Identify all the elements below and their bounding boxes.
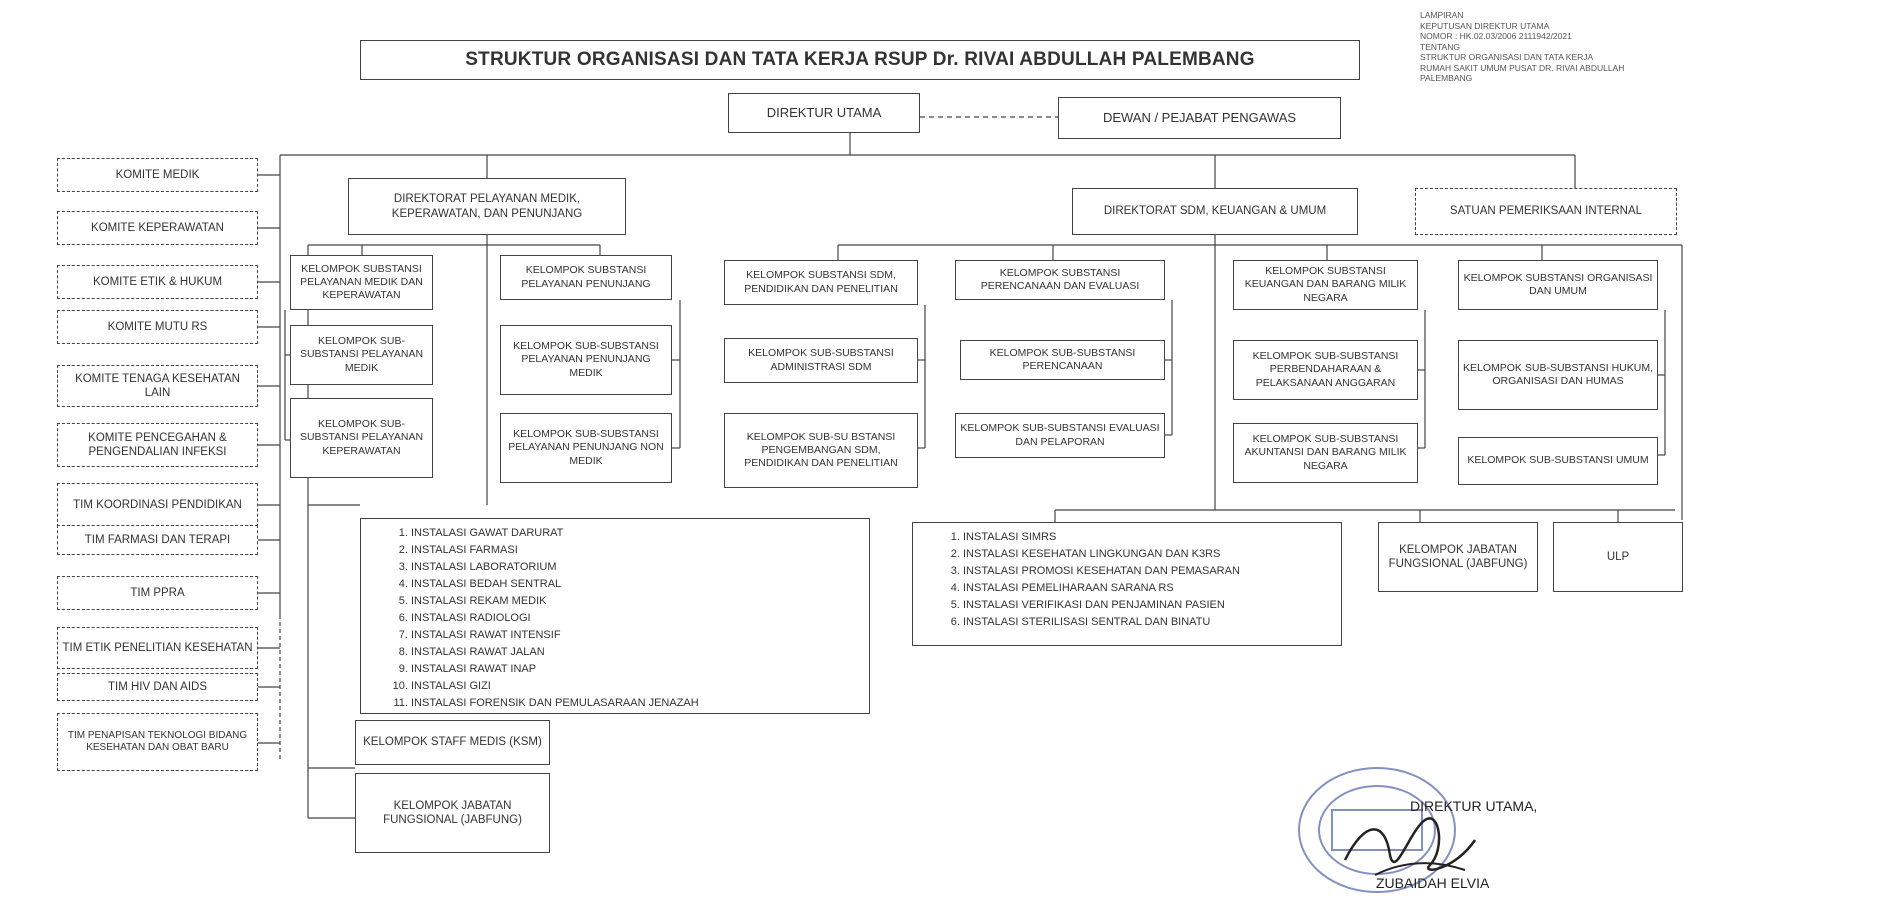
instalasi-item: INSTALASI LABORATORIUM xyxy=(411,559,855,576)
instalasi-item: INSTALASI VERIFIKASI DAN PENJAMINAN PASI… xyxy=(963,597,1327,614)
lampiran-line: KEPUTUSAN DIREKTUR UTAMA xyxy=(1420,20,1550,31)
committee-box: TIM HIV DAN AIDS xyxy=(57,673,258,701)
jabfung-box: KELOMPOK JABATAN FUNGSIONAL (JABFUNG) xyxy=(355,773,550,853)
committee-box: KOMITE TENAGA KESEHATAN LAIN xyxy=(57,365,258,407)
lampiran-line: RUMAH SAKIT UMUM PUSAT Dr. RIVAI ABDULLA… xyxy=(1420,62,1625,73)
kss-evaluasi-box: KELOMPOK SUB-SUBSTANSI EVALUASI DAN PELA… xyxy=(955,413,1165,458)
committee-box: KOMITE MEDIK xyxy=(57,158,258,192)
ks-keuangan-box: KELOMPOK SUBSTANSI KEUANGAN DAN BARANG M… xyxy=(1233,260,1418,310)
ks-organisasi-box: KELOMPOK SUBSTANSI ORGANISASI DAN UMUM xyxy=(1458,260,1658,310)
direktur-utama-box: DIREKTUR UTAMA xyxy=(728,93,920,133)
lampiran-header: LAMPIRAN KEPUTUSAN DIREKTUR UTAMA NOMOR … xyxy=(1420,10,1700,84)
kss-hukum-box: KELOMPOK SUB-SUBSTANSI HUKUM, ORGANISASI… xyxy=(1458,340,1658,410)
instalasi-item: INSTALASI STERILISASI SENTRAL DAN BINATU xyxy=(963,614,1327,631)
committee-box: TIM ETIK PENELITIAN KESEHATAN xyxy=(57,627,258,669)
instalasi-item: INSTALASI FARMASI xyxy=(411,542,855,559)
ks-penunjang-box: KELOMPOK SUBSTANSI PELAYANAN PENUNJANG xyxy=(500,255,672,300)
ulp-box: ULP xyxy=(1553,522,1683,592)
ks-perencanaan-box: KELOMPOK SUBSTANSI PERENCANAAN DAN EVALU… xyxy=(955,260,1165,300)
page-title: STRUKTUR ORGANISASI DAN TATA KERJA RSUP … xyxy=(360,40,1360,80)
kss-akuntansi-box: KELOMPOK SUB-SUBSTANSI AKUNTANSI DAN BAR… xyxy=(1233,423,1418,483)
signature-name: ZUBAIDAH ELVIA xyxy=(1376,875,1490,891)
instalasi-sdm-list: INSTALASI SIMRS INSTALASI KESEHATAN LING… xyxy=(912,522,1342,646)
kss-penunjang-medik-box: KELOMPOK SUB-SUBSTANSI PELAYANAN PENUNJA… xyxy=(500,325,672,395)
kss-umum-box: KELOMPOK SUB-SUBSTANSI UMUM xyxy=(1458,437,1658,485)
official-stamp xyxy=(1298,767,1456,893)
lampiran-line: NOMOR : HK.02.03/2006 2111942/2021 xyxy=(1420,31,1572,41)
kss-adm-sdm-box: KELOMPOK SUB-SUBSTANSI ADMINISTRASI SDM xyxy=(724,338,918,383)
committee-box: KOMITE MUTU RS xyxy=(57,310,258,344)
committee-box: TIM PENAPISAN TEKNOLOGI BIDANG KESEHATAN… xyxy=(57,713,258,771)
kss-perencanaan-box: KELOMPOK SUB-SUBSTANSI PERENCANAAN xyxy=(960,340,1165,380)
instalasi-item: INSTALASI REKAM MEDIK xyxy=(411,593,855,610)
direktorat-sdm-box: DIREKTORAT SDM, KEUANGAN & UMUM xyxy=(1072,188,1358,235)
instalasi-item: INSTALASI GIZI xyxy=(411,678,855,695)
signature-title: DIREKTUR UTAMA, xyxy=(1410,798,1538,814)
jabfung-box: KELOMPOK JABATAN FUNGSIONAL (JABFUNG) xyxy=(1378,522,1538,592)
instalasi-item: INSTALASI RAWAT INTENSIF xyxy=(411,627,855,644)
kss-pelayanan-keperawatan-box: KELOMPOK SUB-SUBSTANSI PELAYANAN KEPERAW… xyxy=(290,398,433,478)
kss-perbendaharaan-box: KELOMPOK SUB-SUBSTANSI PERBENDAHARAAN & … xyxy=(1233,340,1418,400)
lampiran-line: STRUKTUR ORGANISASI DAN TATA KERJA xyxy=(1420,52,1594,62)
lampiran-line: TENTANG xyxy=(1420,41,1460,52)
instalasi-item: INSTALASI RAWAT JALAN xyxy=(411,644,855,661)
committee-box: KOMITE KEPERAWATAN xyxy=(57,211,258,245)
kss-penunjang-nonmedik-box: KELOMPOK SUB-SUBSTANSI PELAYANAN PENUNJA… xyxy=(500,413,672,483)
signature-scribble xyxy=(1343,817,1477,876)
instalasi-item: INSTALASI FORENSIK DAN PEMULASARAAN JENA… xyxy=(411,695,855,712)
instalasi-item: INSTALASI PEMELIHARAAN SARANA RS xyxy=(963,580,1327,597)
dewan-pengawas-box: DEWAN / PEJABAT PENGAWAS xyxy=(1058,97,1341,139)
lampiran-line: LAMPIRAN xyxy=(1420,10,1464,20)
committee-box: TIM FARMASI DAN TERAPI xyxy=(57,525,258,555)
kss-pelayanan-medik-box: KELOMPOK SUB-SUBSTANSI PELAYANAN MEDIK xyxy=(290,325,433,385)
spi-box: SATUAN PEMERIKSAAN INTERNAL xyxy=(1415,188,1677,235)
instalasi-item: INSTALASI KESEHATAN LINGKUNGAN DAN K3RS xyxy=(963,546,1327,563)
ks-pelayanan-medik-box: KELOMPOK SUBSTANSI PELAYANAN MEDIK DAN K… xyxy=(290,255,433,310)
instalasi-pelayanan-list: INSTALASI GAWAT DARURAT INSTALASI FARMAS… xyxy=(360,518,870,714)
ksm-box: KELOMPOK STAFF MEDIS (KSM) xyxy=(355,720,550,765)
direktorat-pelayanan-box: DIREKTORAT PELAYANAN MEDIK, KEPERAWATAN,… xyxy=(348,178,626,235)
instalasi-item: INSTALASI RAWAT INAP xyxy=(411,661,855,678)
committee-box: TIM PPRA xyxy=(57,576,258,610)
committee-box: TIM KOORDINASI PENDIDIKAN xyxy=(57,483,258,527)
ks-sdm-box: KELOMPOK SUBSTANSI SDM, PENDIDIKAN DAN P… xyxy=(724,260,918,305)
instalasi-item: INSTALASI PROMOSI KESEHATAN DAN PEMASARA… xyxy=(963,563,1327,580)
instalasi-item: INSTALASI BEDAH SENTRAL xyxy=(411,576,855,593)
instalasi-item: INSTALASI SIMRS xyxy=(963,529,1327,546)
committee-box: KOMITE ETIK & HUKUM xyxy=(57,265,258,299)
instalasi-item: INSTALASI RADIOLOGI xyxy=(411,610,855,627)
committee-box: KOMITE PENCEGAHAN & PENGENDALIAN INFEKSI xyxy=(57,423,258,467)
kss-pengembangan-sdm-box: KELOMPOK SUB-SU BSTANSI PENGEMBANGAN SDM… xyxy=(724,413,918,488)
instalasi-item: INSTALASI GAWAT DARURAT xyxy=(411,525,855,542)
lampiran-line: PALEMBANG xyxy=(1420,73,1473,83)
